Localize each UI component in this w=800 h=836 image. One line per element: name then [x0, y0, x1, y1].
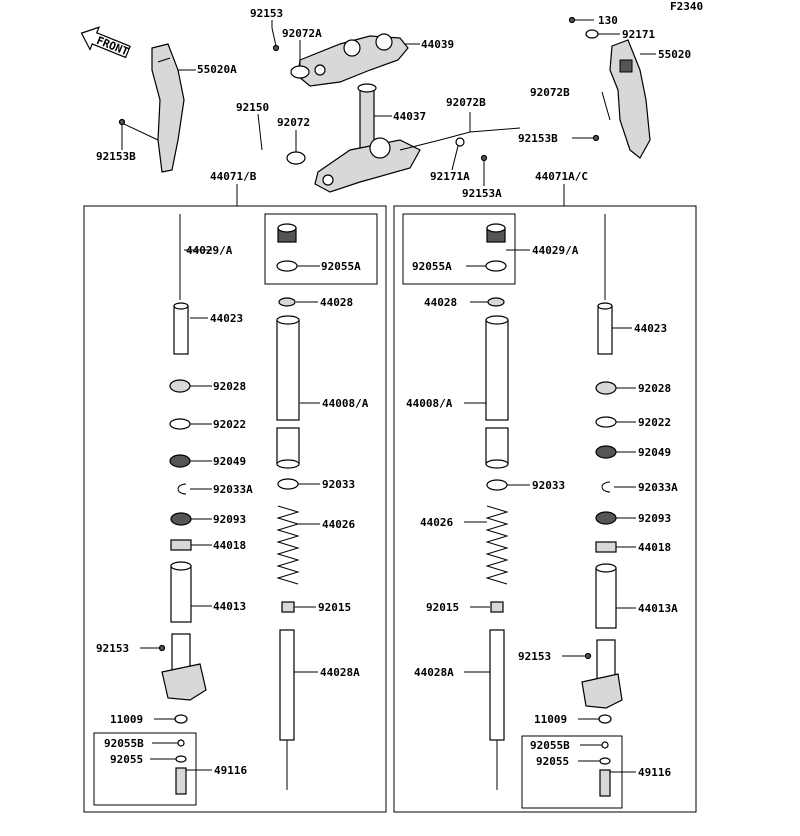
label-R-44008A: 44008/A — [406, 397, 453, 410]
label-L-11009: 11009 — [110, 713, 143, 726]
label-92153B-left: 92153B — [96, 150, 136, 163]
label-L-44023: 44023 — [210, 312, 243, 325]
label-L-44028A: 44028A — [320, 666, 360, 679]
label-92153-top: 92153 — [250, 7, 283, 20]
label-L-44029A: 44029/A — [186, 244, 233, 257]
damper-rod-right — [489, 629, 505, 790]
label-R-44026: 44026 — [420, 516, 453, 529]
label-R-49116: 49116 — [638, 766, 671, 779]
right-fork-box — [393, 205, 697, 813]
label-R-92055B: 92055B — [530, 739, 570, 752]
front-arrow-icon: FRONT — [80, 26, 131, 59]
label-92153A: 92153A — [462, 187, 502, 200]
label-R-92055: 92055 — [536, 755, 569, 768]
label-R-92022: 92022 — [638, 416, 671, 429]
label-L-44028: 44028 — [320, 296, 353, 309]
label-R-11009: 11009 — [534, 713, 567, 726]
label-92171: 92171 — [622, 28, 655, 41]
left-fork-box — [83, 205, 387, 813]
upper-triple-clamp — [297, 33, 409, 87]
label-L-92028: 92028 — [213, 380, 246, 393]
label-55020A: 55020A — [197, 63, 237, 76]
label-44071B: 44071/B — [210, 170, 257, 183]
label-92171A: 92171A — [430, 170, 470, 183]
label-R-44028: 44028 — [424, 296, 457, 309]
fork-spring-left — [276, 505, 300, 585]
label-R-92028: 92028 — [638, 382, 671, 395]
axle-bracket-left — [161, 633, 207, 701]
fork-guard-right — [609, 39, 651, 159]
outer-tube-right — [485, 315, 509, 469]
label-92150: 92150 — [236, 101, 269, 114]
label-44071AC: 44071A/C — [535, 170, 588, 183]
label-R-92033: 92033 — [532, 479, 565, 492]
label-R-92033A: 92033A — [638, 481, 678, 494]
fork-guard-left — [151, 43, 185, 173]
label-R-44018: 44018 — [638, 541, 671, 554]
label-L-49116: 49116 — [214, 764, 247, 777]
label-L-92033: 92033 — [322, 478, 355, 491]
label-130: 130 — [598, 14, 618, 27]
label-L-44013: 44013 — [213, 600, 246, 613]
label-L-92033A: 92033A — [213, 483, 253, 496]
label-L-92093: 92093 — [213, 513, 246, 526]
label-44039: 44039 — [421, 38, 454, 51]
label-L-92015: 92015 — [318, 601, 351, 614]
label-L-92055B: 92055B — [104, 737, 144, 750]
label-R-92015: 92015 — [426, 601, 459, 614]
label-L-44008A: 44008/A — [322, 397, 369, 410]
fork-cap-right — [486, 223, 506, 243]
label-L-92022: 92022 — [213, 418, 246, 431]
axle-bracket-right — [581, 639, 623, 709]
front-label: FRONT — [95, 34, 131, 59]
label-92153B-right: 92153B — [518, 132, 558, 145]
label-L-44018: 44018 — [213, 539, 246, 552]
label-R-92093: 92093 — [638, 512, 671, 525]
label-R-92153: 92153 — [518, 650, 551, 663]
label-L-92049: 92049 — [213, 455, 246, 468]
label-92072B-right: 92072B — [530, 86, 570, 99]
label-R-92055A: 92055A — [412, 260, 452, 273]
label-R-92049: 92049 — [638, 446, 671, 459]
label-55020: 55020 — [658, 48, 691, 61]
outer-tube-left — [276, 315, 300, 469]
label-92072A: 92072A — [282, 27, 322, 40]
label-R-44028A: 44028A — [414, 666, 454, 679]
damper-rod-left — [279, 629, 295, 790]
figure-code: F2340 — [670, 0, 703, 13]
fork-cap-left — [277, 223, 297, 243]
label-92072B-mid: 92072B — [446, 96, 486, 109]
steering-stem — [314, 83, 421, 193]
fork-spring-right — [485, 505, 509, 585]
label-R-44023: 44023 — [634, 322, 667, 335]
label-R-44013A: 44013A — [638, 602, 678, 615]
label-L-92055A: 92055A — [321, 260, 361, 273]
label-L-92153: 92153 — [96, 642, 129, 655]
label-44037: 44037 — [393, 110, 426, 123]
label-L-92055: 92055 — [110, 753, 143, 766]
label-92072: 92072 — [277, 116, 310, 129]
label-L-44026: 44026 — [322, 518, 355, 531]
label-R-44029A: 44029/A — [532, 244, 579, 257]
